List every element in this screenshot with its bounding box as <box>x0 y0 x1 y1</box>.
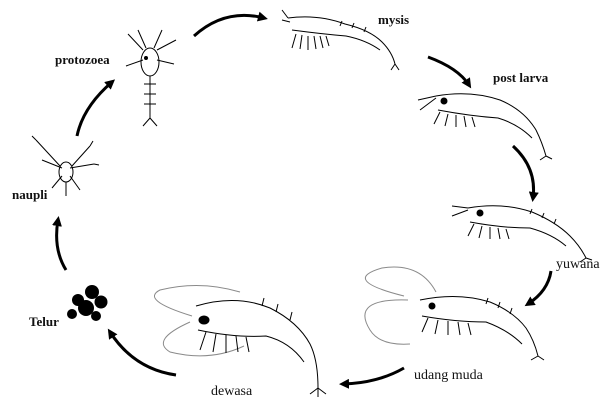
arrow-mysis-to-postlarva <box>428 57 469 85</box>
arrow-udangmuda-to-dewasa <box>343 368 404 384</box>
arrow-protozoea-to-mysis <box>194 15 264 36</box>
label-protozoea: protozoea <box>55 53 110 66</box>
label-yuwana: yuwana <box>556 258 600 272</box>
arrow-yuwana-to-udangmuda <box>528 271 551 304</box>
label-naupli: naupli <box>12 188 47 201</box>
yuwana-juvenile-icon <box>452 206 592 262</box>
label-telur: Telur <box>29 315 59 328</box>
arrow-naupli-to-protozoea <box>77 82 112 136</box>
udang-muda-shrimp-icon <box>365 267 544 360</box>
cycle-arrows <box>57 15 551 384</box>
label-dewasa: dewasa <box>211 385 252 399</box>
arrow-postlarva-to-yuwana <box>513 146 534 198</box>
post-larva-icon <box>418 94 552 160</box>
arrow-dewasa-to-telur <box>110 332 176 375</box>
label-udang-muda: udang muda <box>414 369 483 383</box>
dewasa-adult-shrimp-icon <box>154 285 326 397</box>
label-mysis: mysis <box>378 13 409 26</box>
egg-cluster-icon <box>67 285 108 321</box>
protozoea-larva-icon <box>126 30 176 126</box>
arrow-telur-to-naupli <box>57 220 66 270</box>
label-post-larva: post larva <box>493 71 548 84</box>
